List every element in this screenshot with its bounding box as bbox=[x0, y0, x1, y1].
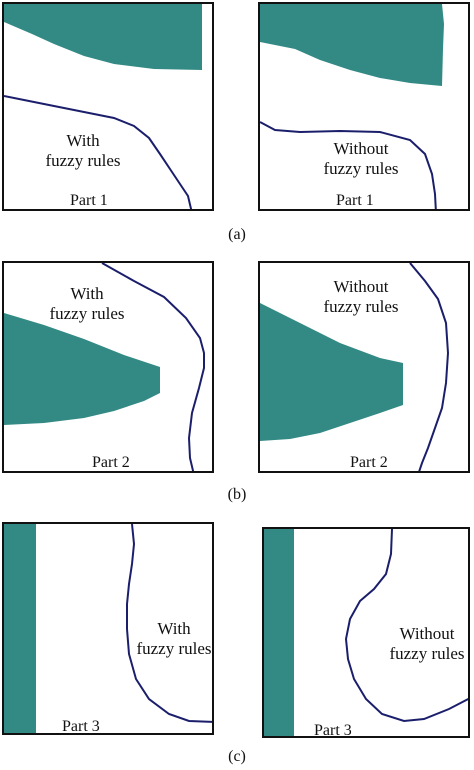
scene-a-with bbox=[4, 4, 202, 209]
robot-path bbox=[344, 529, 468, 723]
panel-a-with: With fuzzy rules Part 1 bbox=[2, 2, 214, 211]
panel-b-without: Without fuzzy rules Part 2 bbox=[258, 261, 470, 473]
scene-c-with bbox=[4, 524, 212, 733]
robot-path bbox=[409, 263, 450, 471]
part-label: Part 2 bbox=[92, 454, 130, 471]
part-label: Part 1 bbox=[336, 192, 374, 209]
label-line2: fuzzy rules bbox=[136, 639, 212, 658]
panel-c-with: With fuzzy rules Part 3 bbox=[2, 522, 214, 735]
caption-b: (b) bbox=[227, 486, 247, 503]
label-line1: With bbox=[66, 131, 100, 150]
label-line2: fuzzy rules bbox=[49, 304, 125, 323]
obstacle bbox=[260, 4, 444, 86]
label-line2: fuzzy rules bbox=[323, 297, 399, 316]
obstacle bbox=[264, 529, 294, 736]
robot-path bbox=[101, 263, 205, 471]
label-line2: fuzzy rules bbox=[45, 151, 121, 170]
scene-b-without bbox=[260, 263, 450, 471]
label-line1: Without bbox=[333, 139, 389, 158]
scene-a-without bbox=[260, 4, 444, 209]
panel-a-without: Without fuzzy rules Part 1 bbox=[258, 2, 470, 211]
caption-a: (a) bbox=[228, 226, 246, 243]
obstacle bbox=[4, 313, 160, 425]
fuzzy-label: With fuzzy rules bbox=[32, 284, 142, 324]
scene-c-without bbox=[264, 529, 468, 736]
label-line1: Without bbox=[399, 624, 455, 643]
part-label: Part 3 bbox=[62, 718, 100, 735]
robot-path bbox=[126, 524, 212, 723]
label-line1: With bbox=[70, 284, 104, 303]
label-line2: fuzzy rules bbox=[323, 159, 399, 178]
part-label: Part 3 bbox=[314, 722, 352, 738]
fuzzy-label: Without fuzzy rules bbox=[306, 139, 416, 179]
panel-c-without: Without fuzzy rules Part 3 bbox=[262, 527, 470, 738]
fuzzy-label: Without fuzzy rules bbox=[306, 277, 416, 317]
part-label: Part 2 bbox=[350, 454, 388, 471]
label-line1: Without bbox=[333, 277, 389, 296]
robot-path bbox=[4, 95, 193, 209]
obstacle bbox=[260, 303, 403, 441]
part-label: Part 1 bbox=[70, 192, 108, 209]
fuzzy-label: With fuzzy rules bbox=[124, 619, 212, 659]
label-line2: fuzzy rules bbox=[389, 644, 465, 663]
robot-path bbox=[260, 121, 437, 209]
caption-c: (c) bbox=[228, 748, 246, 765]
label-line1: With bbox=[157, 619, 191, 638]
fuzzy-label: With fuzzy rules bbox=[28, 131, 138, 171]
fuzzy-label: Without fuzzy rules bbox=[372, 624, 468, 664]
scene-b-with bbox=[4, 263, 205, 471]
obstacle bbox=[4, 4, 202, 70]
panel-b-with: With fuzzy rules Part 2 bbox=[2, 261, 214, 473]
obstacle bbox=[4, 524, 36, 733]
